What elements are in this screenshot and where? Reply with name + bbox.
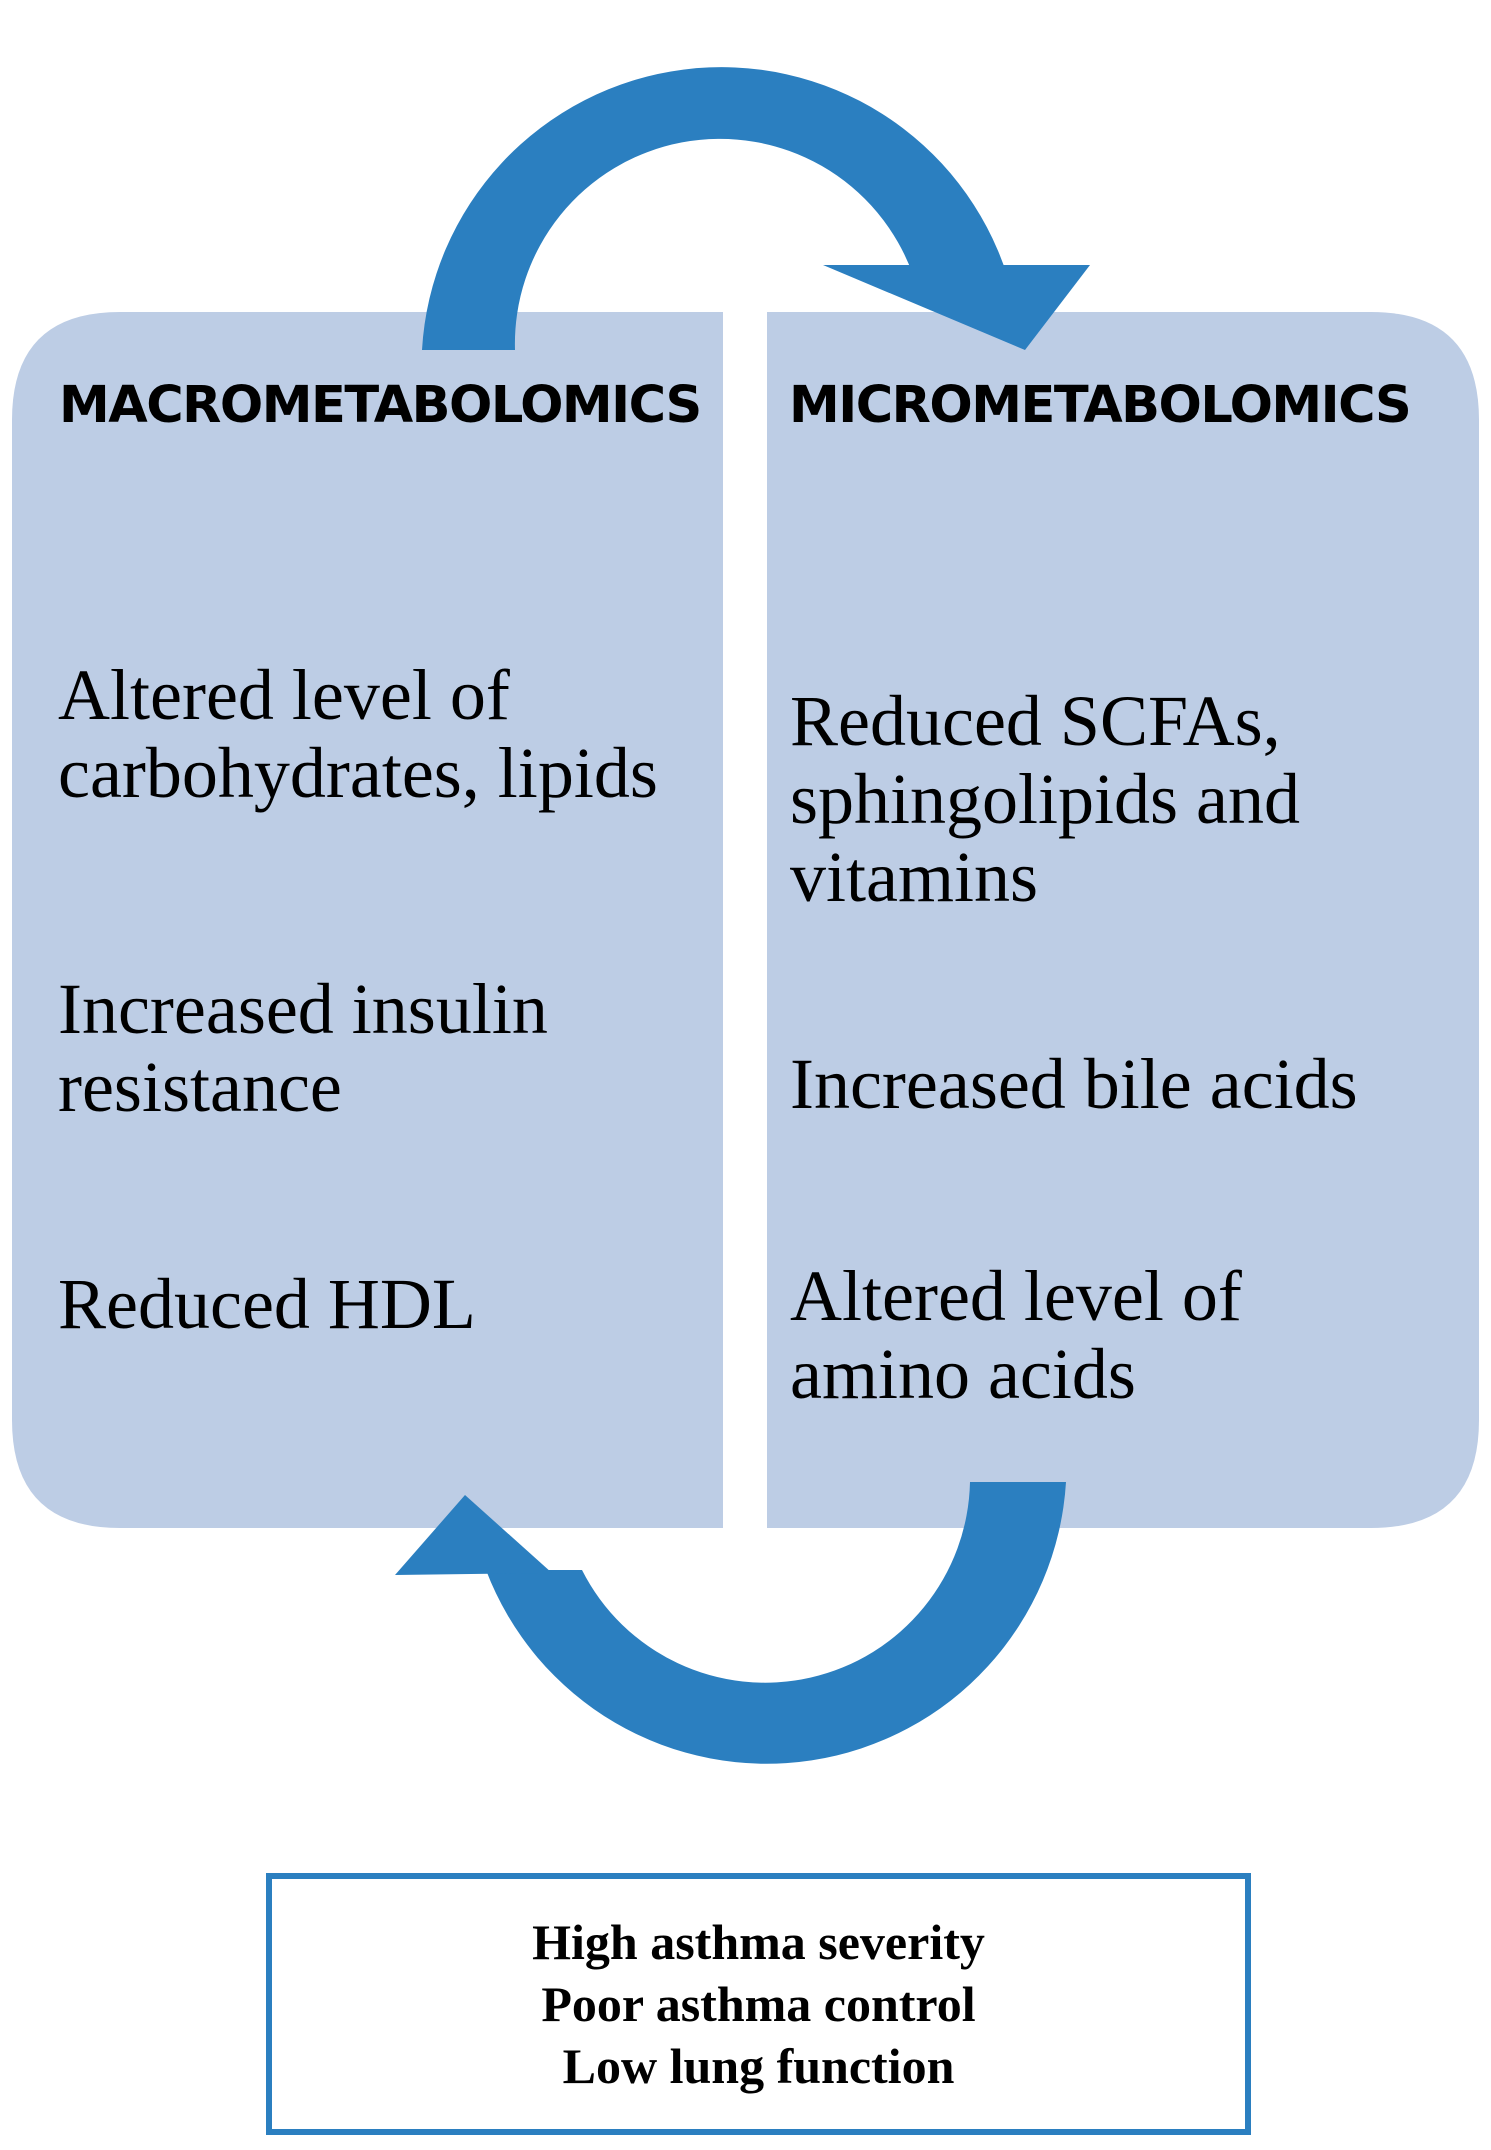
right-panel-item: Reduced SCFAs, sphingolipids and vitamin… [790,681,1301,917]
curved-arrow-left-to-right-icon [422,67,1090,351]
outcome-line: Low lung function [562,2038,955,2094]
curved-arrow-right-to-left-icon [395,1482,1066,1764]
outcome-line: Poor asthma control [541,1976,976,2032]
outcome-box: High asthma severity Poor asthma control… [266,1873,1251,2135]
macrometabolomics-panel [12,312,723,1528]
micrometabolomics-heading: MICROMETABOLOMICS [789,376,1412,435]
right-panel-item: Increased bile acids [790,1044,1358,1124]
right-panel-item: Altered level of amino acids [790,1256,1242,1414]
outcome-line: High asthma severity [532,1914,985,1970]
left-panel-item: Increased insulin resistance [58,969,548,1127]
micrometabolomics-panel [767,312,1479,1528]
left-panel-item: Reduced HDL [58,1264,476,1344]
macrometabolomics-heading: MACROMETABOLOMICS [59,376,702,435]
left-panel-item: Altered level of carbohydrates, lipids [58,655,658,813]
